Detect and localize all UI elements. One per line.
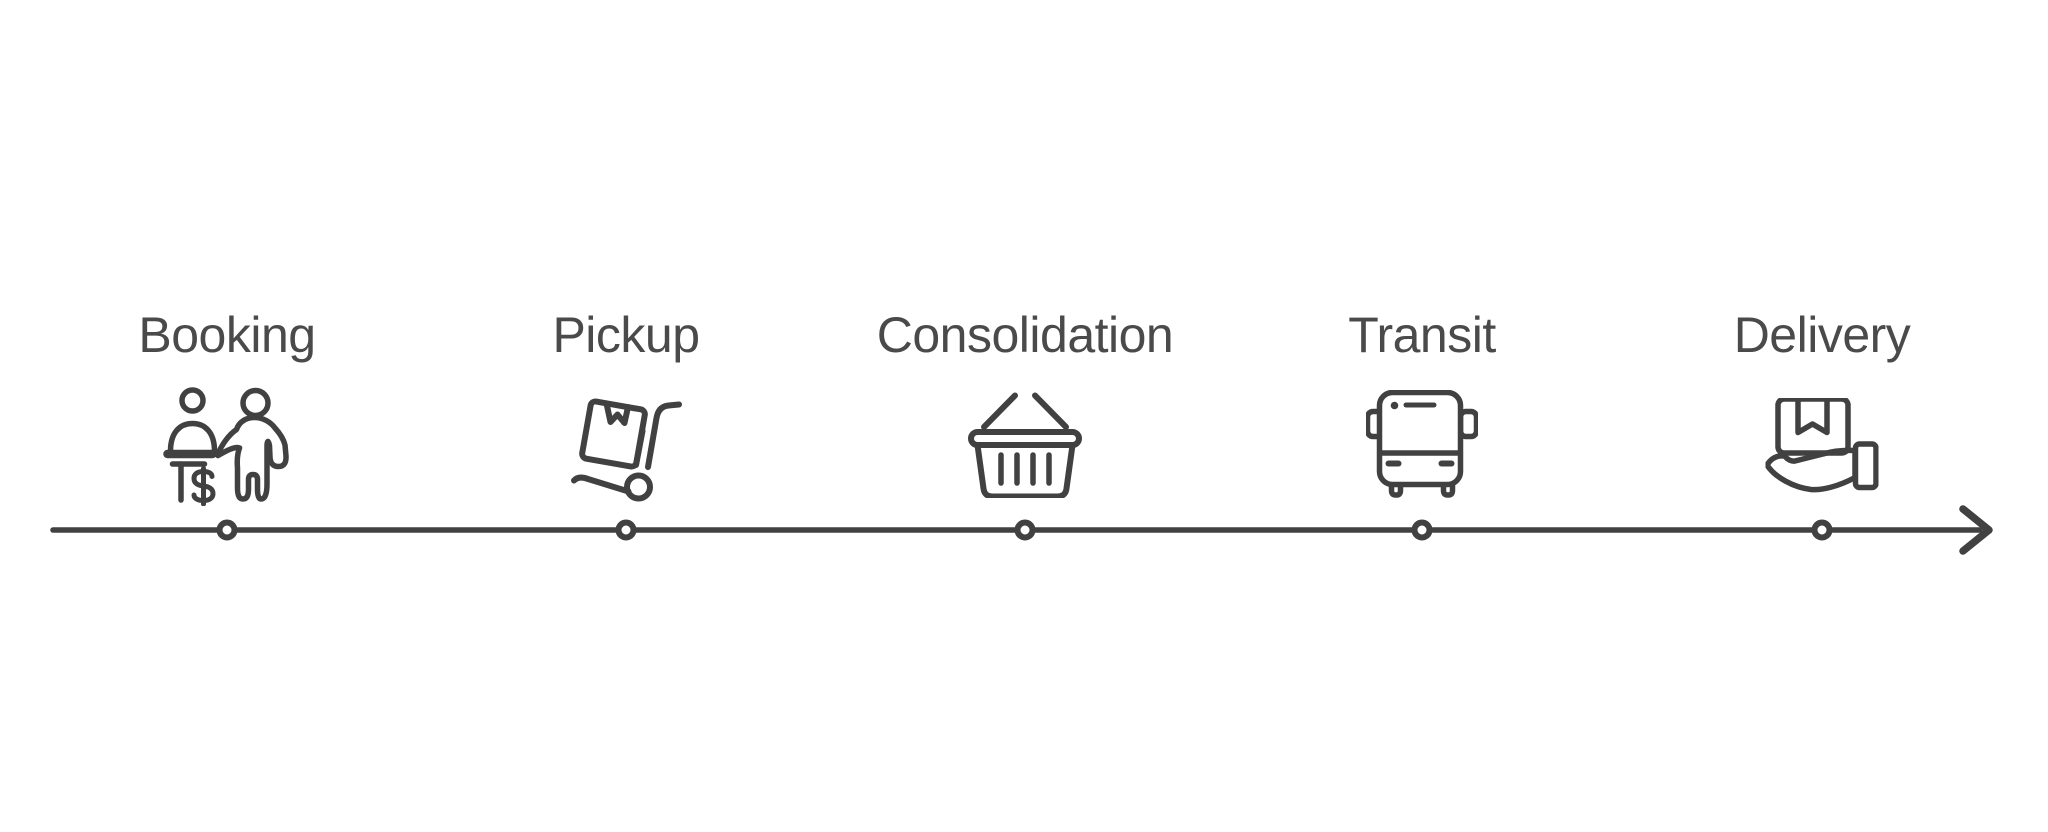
timeline-node bbox=[1411, 519, 1433, 541]
stage-label: Delivery bbox=[1733, 307, 1911, 363]
arrowhead-icon bbox=[1959, 505, 1993, 555]
hand-holding-package-icon bbox=[1765, 398, 1879, 493]
bus-front-icon bbox=[1366, 390, 1478, 498]
timeline-node bbox=[615, 519, 637, 541]
timeline-node bbox=[216, 519, 238, 541]
stage-label: Transit bbox=[1348, 307, 1496, 363]
booking-clerk-customer-icon bbox=[163, 387, 289, 506]
shopping-basket-icon bbox=[968, 392, 1082, 498]
stage-label: Consolidation bbox=[876, 307, 1174, 363]
hand-truck-package-icon bbox=[571, 398, 682, 502]
timeline-node bbox=[1014, 519, 1036, 541]
stage-label: Pickup bbox=[552, 307, 700, 363]
stage-label: Booking bbox=[138, 307, 316, 363]
timeline-node bbox=[1811, 519, 1833, 541]
